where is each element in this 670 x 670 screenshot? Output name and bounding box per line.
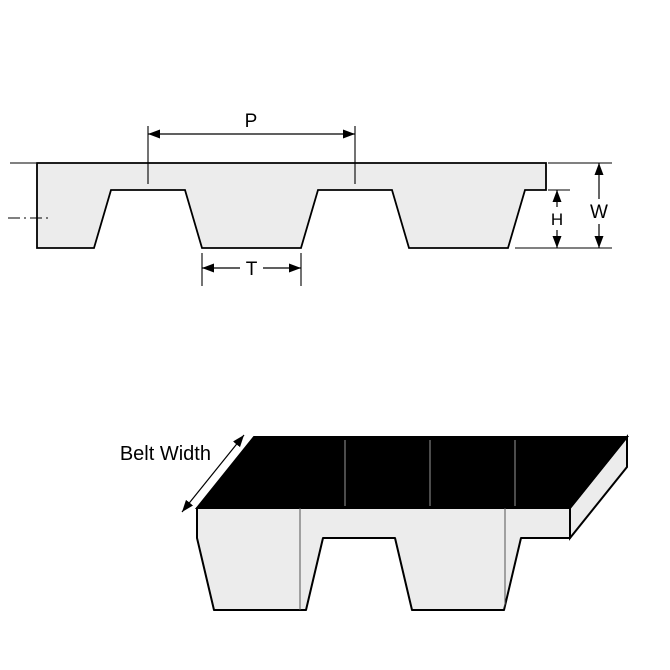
pitch-dimension: P bbox=[147, 111, 356, 184]
overall-thickness-dimension: W bbox=[515, 162, 612, 249]
belt-width-label: Belt Width bbox=[120, 443, 211, 465]
top-face-segment-lines bbox=[344, 440, 516, 506]
front-face-segment-lines bbox=[299, 508, 506, 610]
tooth-width-label-bg bbox=[240, 256, 263, 279]
tooth-height-dimension: H bbox=[547, 189, 570, 248]
belt-front-face bbox=[196, 507, 571, 611]
thickness-label: W bbox=[590, 202, 608, 223]
belt-profile-shape bbox=[36, 162, 547, 249]
pitch-label: P bbox=[245, 111, 258, 132]
tooth-width-label: T bbox=[246, 259, 258, 280]
tooth-width-dimension: T bbox=[201, 253, 302, 286]
belt-top-face bbox=[194, 436, 630, 509]
tooth-height-label-bg bbox=[547, 207, 567, 230]
belt-perspective-view: Belt Width bbox=[120, 434, 630, 611]
thickness-label-bg bbox=[586, 199, 612, 224]
belt-cross-section-view: P T H W bbox=[8, 111, 612, 286]
belt-width-arrow bbox=[181, 434, 245, 513]
tooth-height-label: H bbox=[551, 210, 563, 229]
